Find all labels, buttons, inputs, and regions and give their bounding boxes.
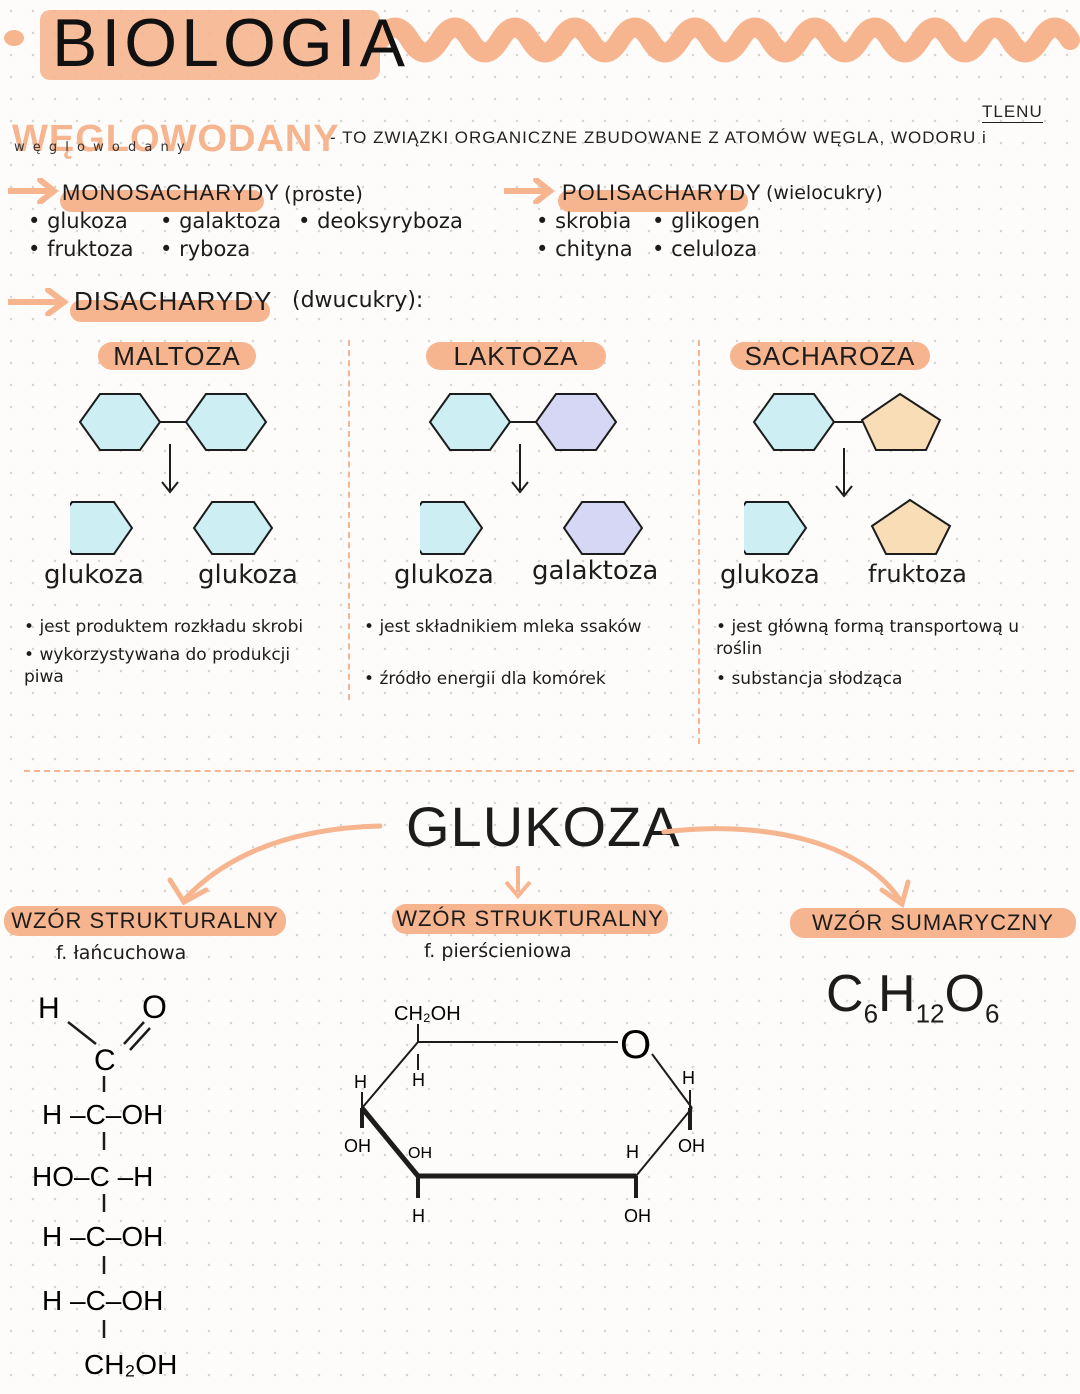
- svg-text:OH: OH: [344, 1136, 371, 1156]
- arrow-icon: [504, 178, 555, 204]
- mono-title: MONOSACHARYDY: [62, 180, 280, 205]
- svg-text:H: H: [38, 992, 60, 1025]
- poly-item: • celuloza: [652, 237, 758, 261]
- sacharoza-diagram: [744, 392, 952, 555]
- glucose-title: GLUKOZA: [406, 795, 681, 858]
- svg-text:CH₂OH: CH₂OH: [84, 1349, 177, 1380]
- mono-item: • deoksyryboza: [298, 209, 463, 233]
- svg-text:OH: OH: [624, 1206, 651, 1226]
- poly-title: POLISACHARYDY: [562, 180, 762, 205]
- arrow-icon: [8, 178, 59, 204]
- column-divider: [348, 340, 350, 700]
- maltoza-tag: MALTOZA: [98, 342, 256, 370]
- svg-text:OH: OH: [408, 1145, 432, 1162]
- laktoza-diagram: [420, 393, 644, 555]
- ring-formula-label: WZÓR STRUKTURALNY: [392, 904, 668, 934]
- glucose-arrows: [167, 823, 911, 909]
- sacharoza-fact: • substancja słodząca: [716, 669, 903, 689]
- svg-text:OH: OH: [678, 1136, 705, 1156]
- laktoza-fact: • jest składnikiem mleka ssaków: [364, 617, 642, 637]
- di-title: DISACHARYDY: [74, 286, 273, 316]
- svg-text:O: O: [142, 989, 167, 1025]
- poly-highlight: [558, 190, 748, 212]
- term-definition-extra: TLENU: [982, 102, 1043, 123]
- svg-text:H: H: [626, 1142, 639, 1162]
- formula-carbon-count: 6: [863, 998, 879, 1029]
- term-heading: WĘGLOWODANY: [12, 118, 340, 160]
- arrow-icon: [8, 288, 69, 316]
- mono-item: • ryboza: [160, 237, 251, 261]
- ring-structure: CH₂OH O H OH H OH H H OH H OH: [344, 1003, 705, 1226]
- ring-formula-sub: f. pierścieniowa: [424, 940, 572, 962]
- chain-structure: H O C H –C–OH HO–C –H H –C–OH H –C–OH CH…: [32, 989, 177, 1380]
- summary-formula-label: WZÓR SUMARYCZNY: [790, 908, 1076, 938]
- chain-formula-label: WZÓR STRUKTURALNY: [4, 906, 286, 936]
- formula-hydrogen: H: [878, 965, 916, 1023]
- formula-hydrogen-count: 12: [915, 998, 945, 1029]
- svg-text:H –C–OH: H –C–OH: [42, 1221, 163, 1252]
- maltoza-part1: glukoza: [44, 560, 144, 590]
- sacharoza-part2: fruktoza: [868, 560, 967, 588]
- column-divider: [698, 340, 700, 744]
- term-definition: - TO ZWIĄZKI ORGANICZNE ZBUDOWANE Z ATOM…: [330, 128, 987, 147]
- mono-item: • glukoza: [28, 209, 128, 233]
- svg-text:H –C–OH: H –C–OH: [42, 1099, 163, 1130]
- summary-formula: C6H12O6: [826, 964, 999, 1029]
- svg-text:CH₂OH: CH₂OH: [394, 1003, 461, 1025]
- mono-item: • galaktoza: [160, 209, 282, 233]
- svg-text:H: H: [412, 1070, 425, 1090]
- di-note: (dwucukry):: [292, 288, 424, 313]
- mono-note: (proste): [284, 182, 363, 206]
- sacharoza-part1: glukoza: [720, 560, 820, 590]
- svg-text:H –C–OH: H –C–OH: [42, 1285, 163, 1316]
- sacharoza-fact: • jest główną formą transportową u rośli…: [716, 617, 1019, 659]
- sacharoza-tag: SACHAROZA: [730, 342, 930, 370]
- mono-highlight: [60, 190, 264, 212]
- svg-text:H: H: [354, 1072, 367, 1092]
- svg-text:HO–C –H: HO–C –H: [32, 1161, 153, 1192]
- poly-item: • chityna: [536, 237, 633, 261]
- poly-item: • glikogen: [652, 209, 760, 233]
- svg-text:C: C: [94, 1044, 116, 1077]
- formula-carbon: C: [826, 965, 864, 1023]
- maltoza-fact: • jest produktem rozkładu skrobi: [24, 617, 304, 637]
- laktoza-tag: LAKTOZA: [426, 342, 606, 370]
- mono-item: • fruktoza: [28, 237, 134, 261]
- maltoza-part2: glukoza: [198, 560, 298, 590]
- poly-note: (wielocukry): [766, 182, 883, 204]
- formula-oxygen: O: [944, 965, 985, 1023]
- header-wave-decoration: [4, 17, 1080, 63]
- svg-text:O: O: [620, 1023, 651, 1067]
- poly-item: • skrobia: [536, 209, 632, 233]
- svg-text:H: H: [412, 1206, 425, 1226]
- chain-formula-sub: f. łańcuchowa: [56, 942, 187, 964]
- svg-text:H: H: [682, 1068, 695, 1088]
- title-highlight: [40, 10, 380, 80]
- formula-oxygen-count: 6: [984, 998, 1000, 1029]
- laktoza-part1: glukoza: [394, 560, 494, 590]
- laktoza-fact: • źródło energii dla komórek: [364, 669, 606, 689]
- laktoza-part2: galaktoza: [532, 556, 659, 586]
- section-divider: [24, 770, 1074, 772]
- page-title: BIOLOGIA: [52, 5, 409, 81]
- di-highlight: [70, 300, 270, 322]
- maltoza-fact: • wykorzystywana do produkcji piwa: [24, 645, 291, 687]
- term-lowercase: w ę g l o w o d a n y: [14, 140, 187, 155]
- maltoza-diagram: [70, 393, 274, 555]
